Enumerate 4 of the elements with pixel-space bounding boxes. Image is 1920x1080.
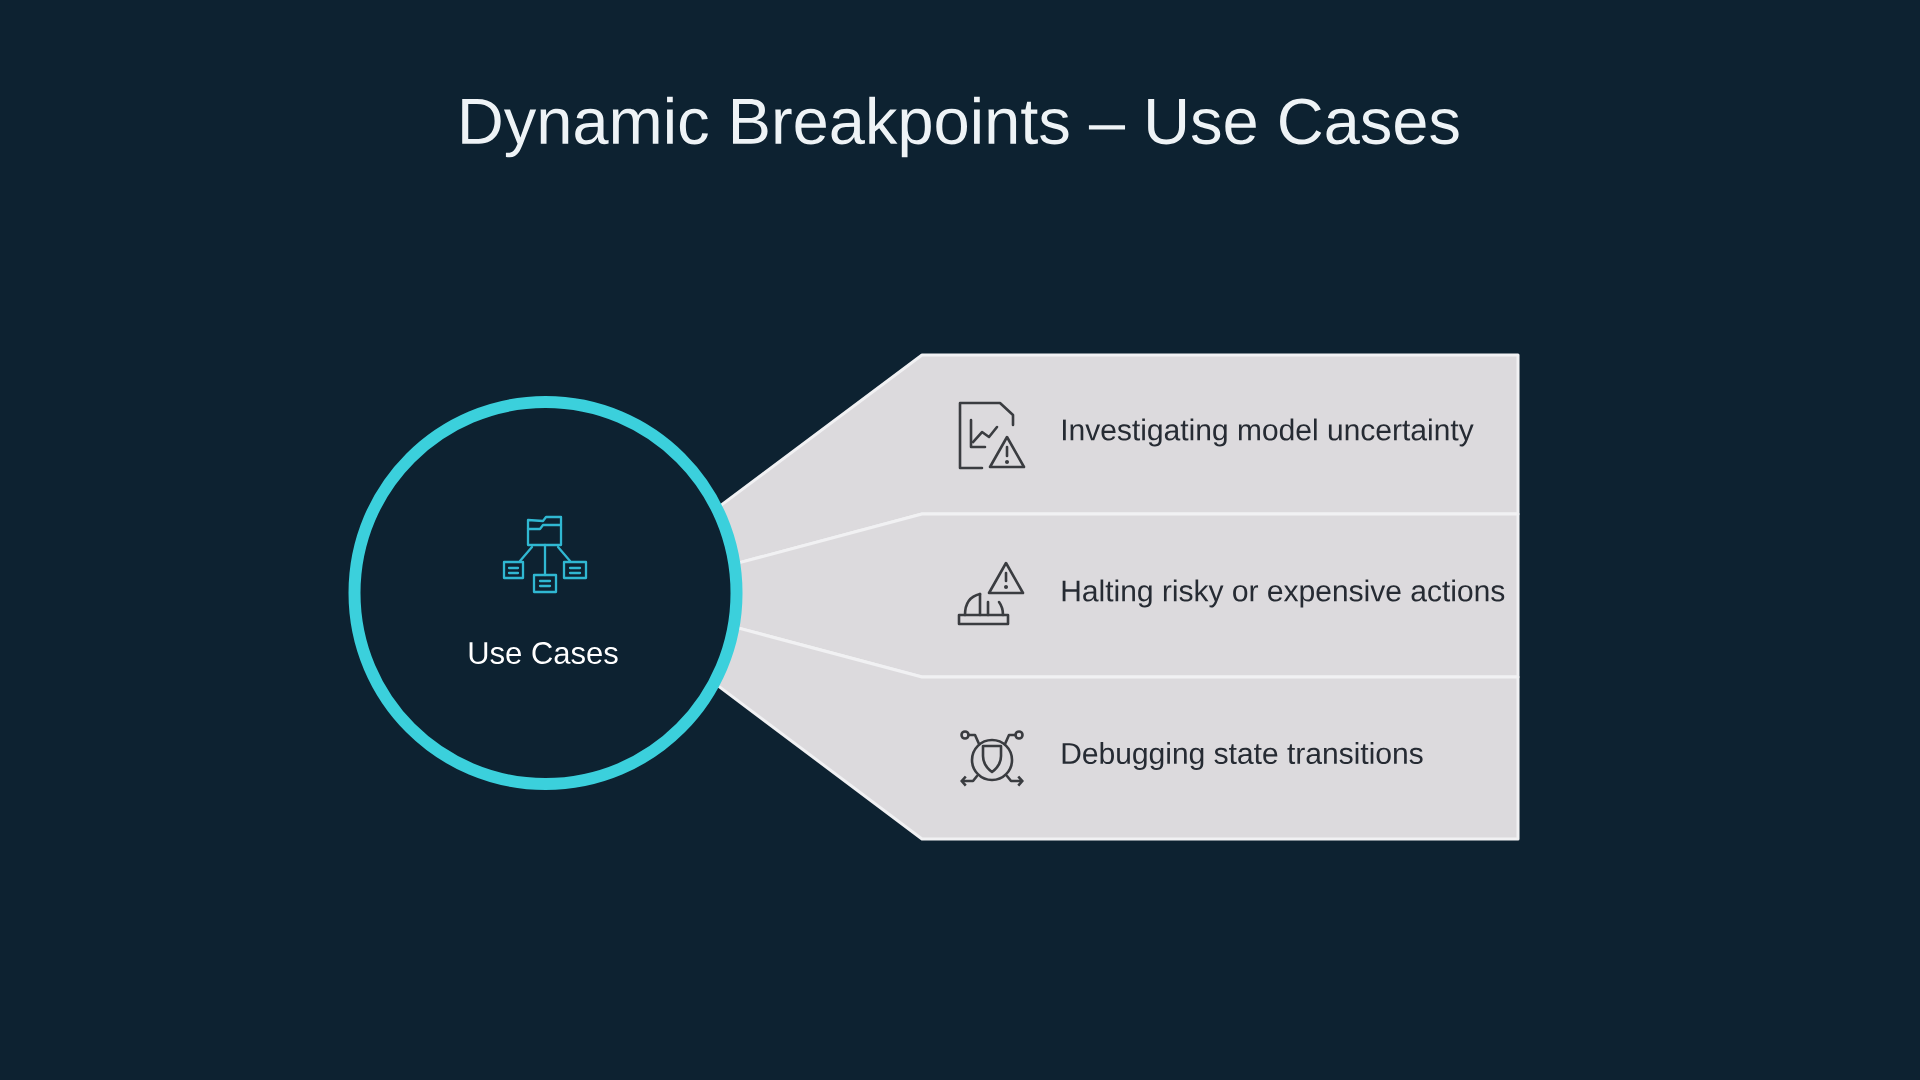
title: Dynamic Breakpoints – Use Cases <box>462 96 1459 158</box>
use-case-panel: Debugging state transitions <box>714 625 1520 841</box>
use-case-panel: Halting risky or expensive actions <box>734 512 1520 679</box>
use-case-panel: Investigating model uncertainty <box>717 353 1520 565</box>
